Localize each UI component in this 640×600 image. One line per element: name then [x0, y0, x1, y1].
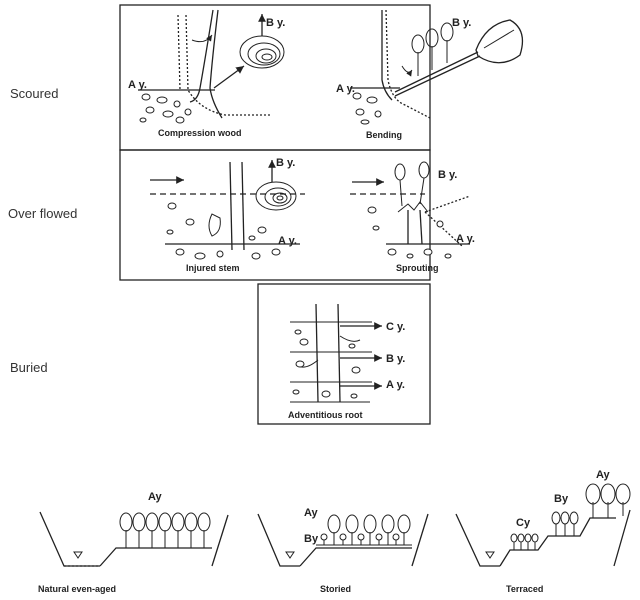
- panel-sprouting: A y. B y. Sprouting: [350, 162, 475, 273]
- pebbles-buried: [293, 330, 360, 398]
- label-b-compression: B y.: [266, 17, 285, 29]
- pebbles-injured-stem: [167, 203, 280, 259]
- label-a-sprouting: A y.: [456, 233, 475, 245]
- stand-storied: Ay By Storied: [258, 507, 428, 594]
- label-b-buried: B y.: [386, 353, 405, 365]
- caption-compression-wood: Compression wood: [158, 128, 242, 138]
- label-ay-natural: Ay: [148, 491, 163, 503]
- tree-ring-cross-section-overflow: [256, 182, 296, 210]
- label-ay-storied: Ay: [304, 507, 319, 519]
- label-a-injured: A y.: [278, 235, 297, 247]
- trees-storied-upper: [328, 515, 410, 545]
- stand-natural-even-aged: Ay Natural even-aged: [38, 491, 228, 594]
- label-by-storied: By: [304, 533, 319, 545]
- label-a-bending: A y.: [336, 83, 355, 95]
- soil-compression-wood: [140, 94, 191, 123]
- label-c-buried: C y.: [386, 321, 405, 333]
- trees-terraced-by: [552, 512, 578, 536]
- label-ay-terraced: Ay: [596, 469, 611, 481]
- label-a-buried: A y.: [386, 379, 405, 391]
- caption-adventitious-root: Adventitious root: [288, 410, 363, 420]
- caption-storied: Storied: [320, 584, 351, 594]
- caption-bending: Bending: [366, 130, 402, 140]
- pebbles-sprouting: [368, 207, 451, 258]
- sprout-trees-bending: [412, 23, 453, 76]
- label-by-terraced: By: [554, 493, 569, 505]
- caption-sprouting: Sprouting: [396, 263, 439, 273]
- soil-bending: [353, 93, 381, 124]
- trees-natural: [120, 513, 210, 548]
- caption-injured-stem: Injured stem: [186, 263, 240, 273]
- label-a-compression: A y.: [128, 79, 147, 91]
- label-b-injured: B y.: [276, 157, 295, 169]
- trees-terraced-ay: [586, 484, 630, 518]
- caption-natural-even-aged: Natural even-aged: [38, 584, 116, 594]
- panel-adventitious-root: C y. B y. A y. Adventitious root: [288, 304, 405, 420]
- label-b-sprouting: B y.: [438, 169, 457, 181]
- trees-storied-lower: [321, 534, 399, 545]
- tree-ring-cross-section: [240, 36, 284, 68]
- panel-injured-stem: A y. B y. Injured stem: [150, 157, 305, 273]
- panel-compression-wood: A y. B y. Compression wood: [128, 10, 285, 138]
- trees-terraced-cy: [511, 534, 538, 550]
- frame-overflowed: [120, 150, 430, 280]
- caption-terraced: Terraced: [506, 584, 543, 594]
- label-cy-terraced: Cy: [516, 517, 531, 529]
- stand-terraced: Cy By Ay Terraced: [456, 469, 630, 594]
- label-b-bending: B y.: [452, 17, 471, 29]
- panel-bending: A y. B y. Bending: [336, 10, 522, 140]
